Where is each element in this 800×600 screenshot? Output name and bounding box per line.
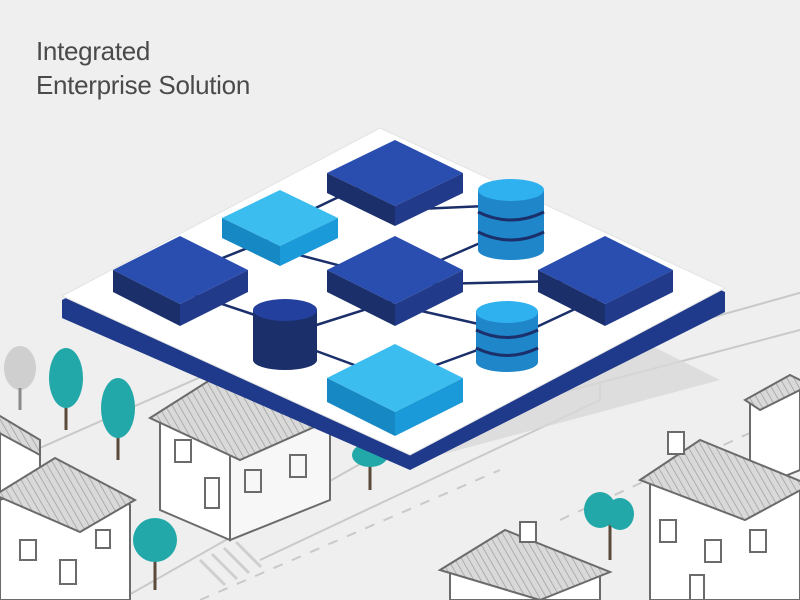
tree-icon — [133, 518, 177, 590]
house-icon — [437, 521, 613, 600]
server-block-icon — [327, 236, 463, 326]
house-icon — [637, 431, 800, 600]
tree-icon — [101, 378, 135, 460]
tree-icon — [4, 346, 36, 410]
house-icon — [743, 373, 800, 492]
database-icon — [253, 299, 317, 370]
title-line-2: Enterprise Solution — [36, 70, 250, 100]
house-icon — [0, 456, 138, 600]
server-block-icon — [538, 236, 673, 326]
tree-icon — [584, 492, 634, 560]
server-block-icon — [327, 140, 463, 226]
server-block-icon — [222, 190, 338, 266]
title-line-1: Integrated — [36, 36, 151, 66]
server-block-icon — [327, 344, 463, 436]
tree-icon — [49, 348, 83, 430]
server-block-icon — [113, 236, 248, 326]
crosswalk — [198, 540, 263, 587]
page-title: Integrated Enterprise Solution — [36, 34, 250, 102]
database-icon — [475, 301, 539, 372]
database-icon — [477, 179, 545, 260]
